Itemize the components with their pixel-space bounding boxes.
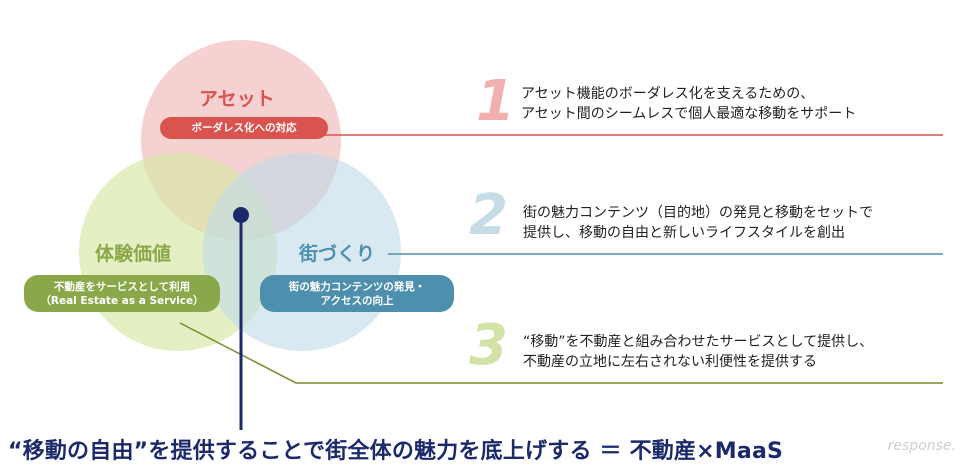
watermark-text: response.: [887, 438, 956, 454]
point-1-line-2: アセット間のシームレスで個人最適な移動をサポート: [521, 106, 857, 122]
point-3-line-1: “移動”を不動産と組み合わせたサービスとして提供し、: [523, 334, 874, 350]
point-1-line-1: アセット機能のボーダレス化を支えるための、: [521, 86, 815, 102]
center-dot: [233, 207, 249, 223]
taiken-pill-text-2: （Real Estate as a Service）: [40, 294, 204, 307]
taiken-title: 体験価値: [95, 243, 172, 265]
asset-pill: ボーダレス化への対応: [160, 117, 328, 139]
connector-line-3: [179, 322, 943, 384]
bottom-statement: “移動の自由”を提供することで街全体の魅力を底上げする ＝ 不動産×MaaS: [8, 439, 784, 464]
machi-pill-text-2: アクセスの向上: [320, 294, 394, 307]
machi-pill: 街の魅力コンテンツの発見・ アクセスの向上: [260, 275, 454, 312]
taiken-pill-text-1: 不動産をサービスとして利用: [53, 280, 191, 293]
point-2-number: 2: [469, 183, 508, 248]
asset-title: アセット: [199, 88, 275, 110]
machi-pill-text-1: 街の魅力コンテンツの発見・: [288, 280, 426, 293]
taiken-pill: 不動産をサービスとして利用 （Real Estate as a Service）: [24, 275, 220, 312]
point-2-line-1: 街の魅力コンテンツ（目的地）の発見と移動をセットで: [523, 205, 873, 221]
asset-pill-text: ボーダレス化への対応: [191, 122, 297, 134]
point-1-number: 1: [476, 69, 515, 134]
point-2-line-2: 提供し、移動の自由と新しいライフスタイルを創出: [523, 225, 845, 241]
machi-title: 街づくり: [299, 243, 376, 265]
point-3-number: 3: [469, 313, 508, 378]
point-3-line-2: 不動産の立地に左右されない利便性を提供する: [523, 354, 817, 370]
